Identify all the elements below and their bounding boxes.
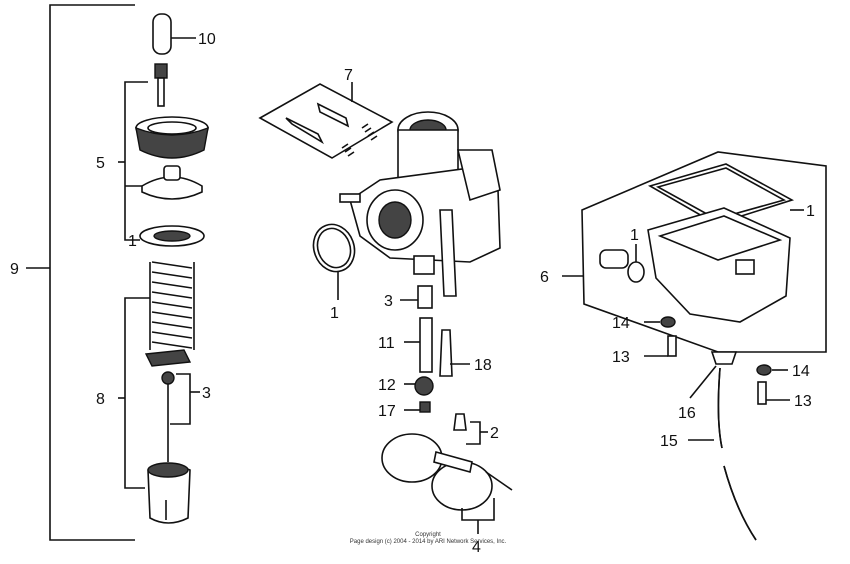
adjuster-nut	[154, 63, 168, 79]
bracket-8	[124, 297, 150, 489]
adjuster-screw	[157, 77, 165, 107]
overflow-tube	[439, 209, 457, 297]
callout-12: 12	[378, 377, 396, 394]
needle-clip-plate	[144, 349, 192, 367]
callout-14-a: 14	[612, 315, 630, 332]
callout-1-gasket: 1	[806, 203, 815, 220]
throttle-valve-top	[147, 462, 189, 478]
part-12-main-jet	[414, 376, 434, 396]
bracket-6	[581, 151, 827, 353]
part-14-washer-a	[660, 316, 676, 328]
ring-nut-hole	[147, 121, 197, 135]
part-17-washer	[419, 401, 431, 413]
part-16-drain-fitting	[710, 351, 738, 365]
choke-housing	[456, 149, 501, 202]
callout-18: 18	[474, 357, 492, 374]
callout-17: 17	[378, 403, 396, 420]
part-11-needle-jet	[419, 317, 433, 373]
part-14-washer-b	[756, 364, 772, 376]
float-bowl-rim	[657, 215, 783, 261]
callout-10: 10	[198, 31, 216, 48]
screw-kit-panel	[258, 83, 394, 159]
part-15-drain-tube-lower-fill	[723, 465, 757, 541]
callout-13-b: 13	[794, 393, 812, 410]
drain-screw-oring	[627, 261, 645, 283]
float-pin	[485, 471, 513, 491]
float-valve	[453, 413, 467, 431]
float-bowl-gasket-inner	[655, 167, 787, 220]
callout-3-mid: 3	[384, 293, 393, 310]
callout-4: 4	[472, 539, 481, 556]
needle-clip	[161, 371, 175, 385]
spring-small-a	[361, 123, 378, 141]
throttle-stop-screw	[316, 102, 350, 128]
part-15-drain-tube-lower	[723, 465, 757, 541]
callout-16: 16	[678, 405, 696, 422]
spring	[149, 261, 195, 350]
callout-13-a: 13	[612, 349, 630, 366]
pilot-screw	[285, 117, 324, 145]
callout-2: 2	[490, 425, 499, 442]
callout-1-oring: 1	[330, 305, 339, 322]
carb-base-boss	[413, 255, 435, 275]
left-assembly: 10 5 1 9 8 3	[10, 4, 216, 541]
part-15-drain-tube-upper-fill	[717, 367, 723, 449]
float-left	[381, 433, 443, 483]
callout-15: 15	[660, 433, 678, 450]
part-13-screw-a	[667, 335, 677, 357]
air-screw-fitting	[339, 193, 361, 203]
top-cap-boss	[163, 165, 181, 181]
callout-7: 7	[344, 67, 353, 84]
carb-intake-bore	[378, 201, 412, 239]
part-10-cap	[152, 13, 172, 55]
callout-9: 9	[10, 261, 19, 278]
leader-16	[689, 365, 717, 399]
callout-6: 6	[540, 269, 549, 286]
float-bridge	[433, 450, 473, 474]
callout-11: 11	[378, 335, 395, 352]
spring-small-b	[341, 143, 355, 157]
callout-1-small: 1	[630, 227, 639, 244]
bracket-2	[466, 421, 481, 445]
callout-8: 8	[96, 391, 105, 408]
bracket-9	[49, 4, 135, 541]
float-bowl-oring-inner	[316, 227, 352, 269]
bracket-5	[124, 81, 148, 241]
callout-1-left: 1	[128, 233, 137, 250]
ring-nut-body	[135, 126, 209, 159]
callout-5: 5	[96, 155, 105, 172]
part-13-screw-b	[757, 381, 767, 405]
copyright-line-1: Copyright	[415, 532, 441, 538]
callout-3-left: 3	[202, 385, 211, 402]
drain-screw	[599, 249, 629, 269]
float-bowl	[647, 207, 791, 323]
bracket-3-left	[170, 373, 191, 425]
callout-14-b: 14	[792, 363, 810, 380]
part-18-slow-jet	[439, 329, 453, 377]
top-cap	[141, 176, 203, 200]
right-assembly: 6 1 1 14 13 16 15 14 13	[540, 151, 827, 541]
center-assembly: 7 1 3 11 18 12 17 2 4 Copyright Page des…	[258, 67, 513, 556]
float-bowl-boss	[735, 259, 755, 275]
copyright-line-2: Page design (c) 2004 - 2014 by ARI Netwo…	[350, 539, 507, 545]
part-3-jet-holder	[417, 285, 433, 309]
washer-hole	[153, 230, 191, 242]
